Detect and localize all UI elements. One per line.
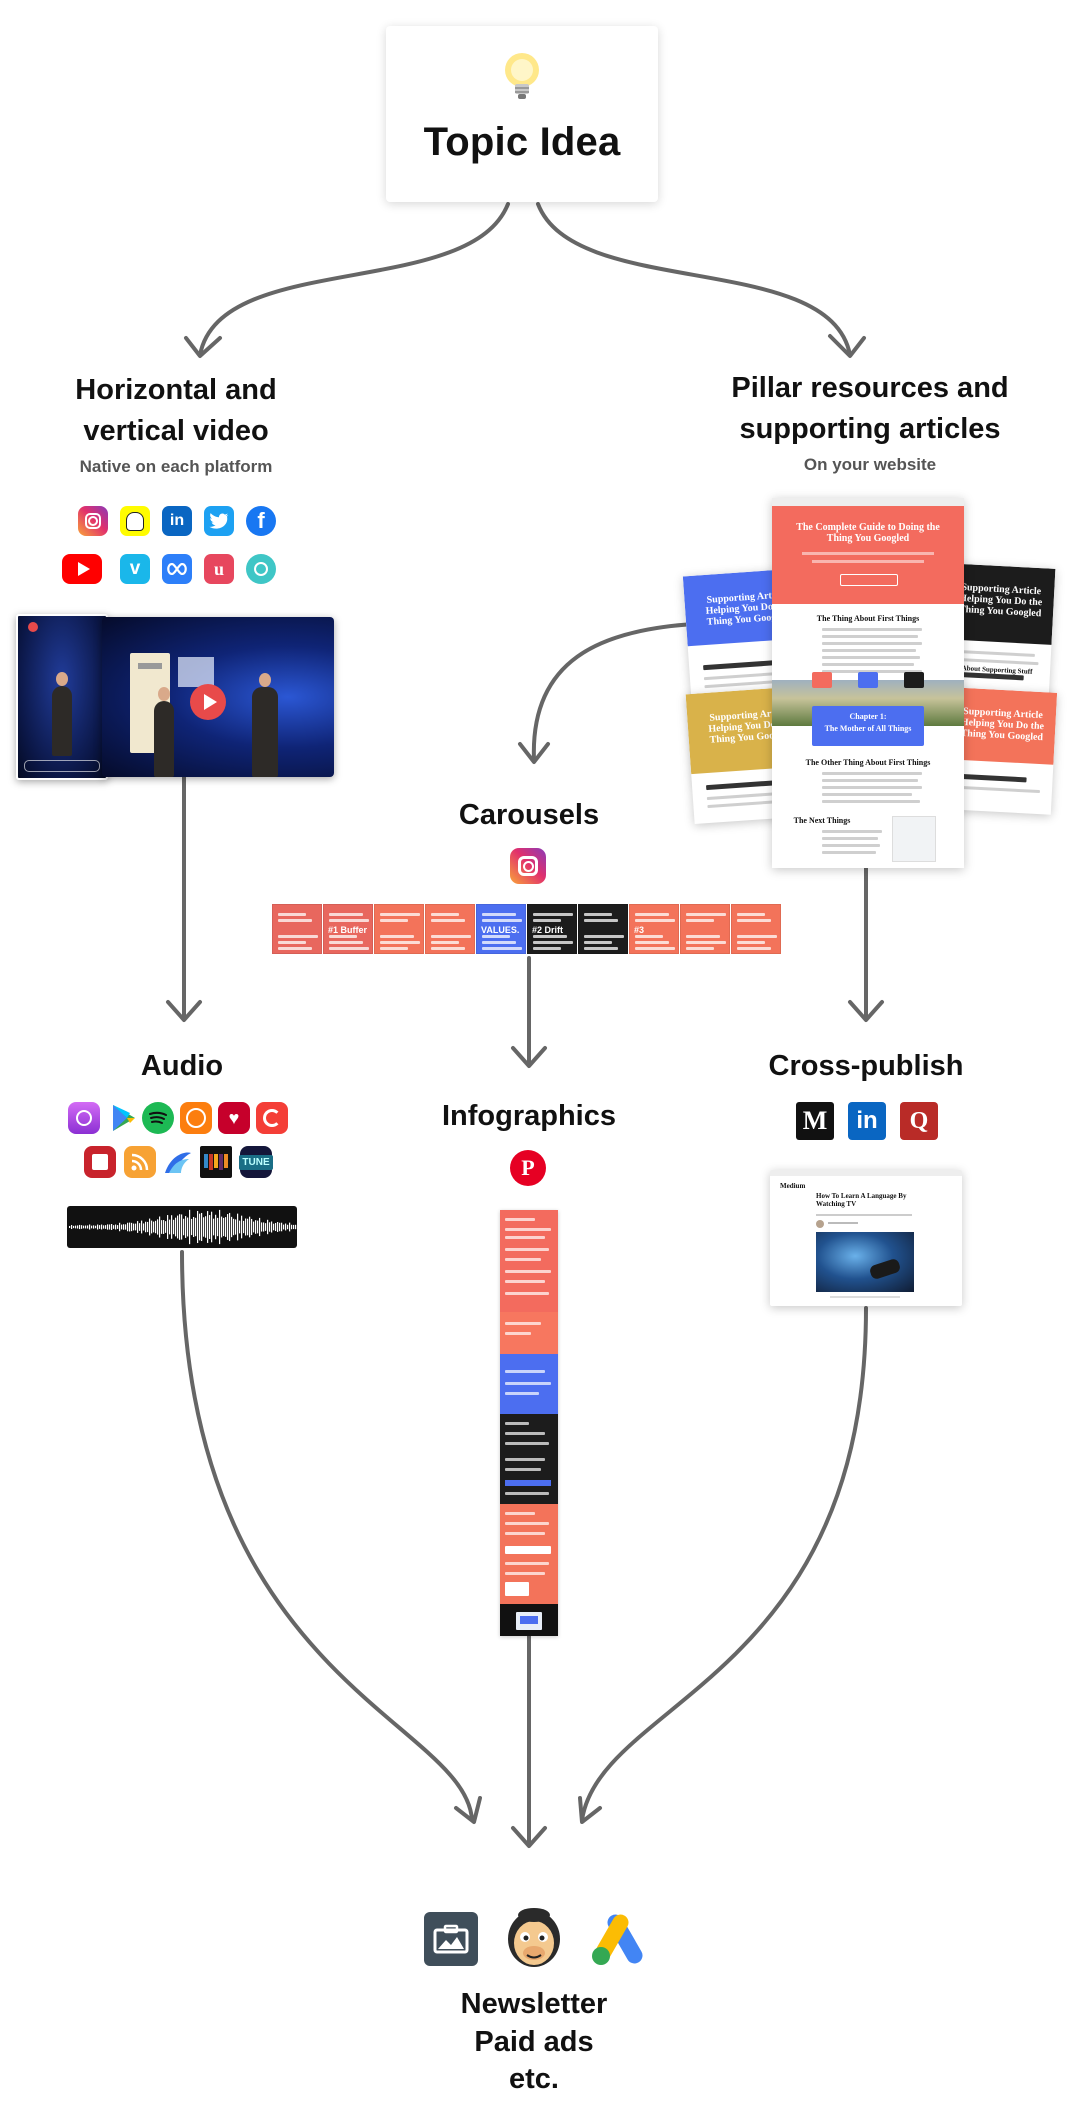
buffer-icon: [424, 1912, 478, 1966]
video-title-line2: vertical video: [83, 414, 269, 447]
igtv-icon: [162, 554, 192, 584]
pillar-subtitle: On your website: [803, 455, 937, 475]
pillar-title-line1: Pillar resources and: [731, 372, 1009, 404]
carousel-slide[interactable]: [578, 904, 628, 954]
carousel-slide-label: #1 Buffer: [328, 925, 368, 935]
carousels-title: Carousels: [458, 799, 600, 831]
audio-title: Audio: [140, 1050, 224, 1082]
arrow-audio-to-outputs: [180, 1250, 474, 1822]
carousel-slide-label: #3: [634, 925, 645, 935]
linkedin-icon: in: [162, 506, 192, 536]
mailchimp-icon: [502, 1902, 566, 1972]
video-title-line1: Horizontal and: [75, 374, 277, 406]
carousel-slide[interactable]: #1 Buffer: [323, 904, 373, 954]
play-button[interactable]: [190, 684, 226, 720]
google-ads-icon: [588, 1908, 652, 1968]
quora-icon: Q: [900, 1102, 938, 1140]
pillar-article[interactable]: The Complete Guide to Doing the Thing Yo…: [772, 498, 964, 868]
carousel-slide-label: #2 Drift: [532, 925, 564, 935]
output-etc: etc.: [509, 2063, 559, 2096]
iheartradio-icon: ♥: [218, 1102, 250, 1134]
pillar-section-1: The Thing About First Things: [816, 614, 920, 623]
arrow-topic-to-pillar: [536, 202, 852, 357]
rss-icon: [124, 1146, 156, 1178]
pillar-section-3: The Next Things: [793, 816, 851, 825]
arrow-topic-to-video: [198, 202, 510, 357]
lightbulb-icon: [505, 53, 539, 99]
facebook-icon: f: [246, 506, 276, 536]
output-newsletter: Newsletter: [460, 1988, 608, 2020]
castbox-icon: [162, 1146, 194, 1178]
pillar-article-headline: The Complete Guide to Doing the Thing Yo…: [796, 522, 940, 544]
player-fm-icon: [84, 1146, 116, 1178]
medium-article-card[interactable]: Medium How To Learn A Language By Watchi…: [770, 1170, 962, 1306]
carousel-slide[interactable]: VALUES.: [476, 904, 526, 954]
linkedin-icon: in: [848, 1102, 886, 1140]
vertical-video-thumbnail[interactable]: [16, 614, 108, 780]
spotify-icon: [142, 1102, 174, 1134]
pillar-chapter-label: Chapter 1:: [849, 712, 887, 721]
carousel-slide[interactable]: #2 Drift: [527, 904, 577, 954]
pillar-title-line2: supporting articles: [739, 412, 1001, 445]
instagram-icon: [510, 848, 546, 884]
medium-icon: M: [796, 1102, 834, 1140]
record-indicator-icon: [28, 622, 38, 632]
carousel-slide[interactable]: [731, 904, 781, 954]
youtube-icon: [62, 554, 102, 584]
pillar-section-heading: Pillar resources and supporting articles…: [700, 368, 1040, 475]
arrow-pillar-to-carousels: [531, 622, 696, 762]
topic-title: Topic Idea: [423, 120, 621, 164]
google-play-icon: [108, 1102, 140, 1134]
carousel-slide[interactable]: #3: [629, 904, 679, 954]
twitter-icon: [204, 506, 234, 536]
snapchat-icon: [120, 506, 150, 536]
pocket-casts-icon: [256, 1102, 288, 1134]
audio-waveform[interactable]: [67, 1206, 297, 1248]
infographic-long[interactable]: [500, 1210, 558, 1636]
output-paid-ads: Paid ads: [474, 2025, 594, 2058]
umbo-icon: u: [204, 554, 234, 584]
vimeo-icon: v: [120, 554, 150, 584]
topic-card: Topic Idea: [386, 26, 658, 202]
infographics-title: Infographics: [441, 1100, 616, 1132]
video-subtitle: Native on each platform: [79, 457, 273, 477]
carousel-slide[interactable]: [374, 904, 424, 954]
waveform-graphic: [69, 1209, 297, 1245]
video-section-heading: Horizontal and vertical video Native on …: [30, 370, 322, 477]
carousel-slide[interactable]: [680, 904, 730, 954]
pinterest-icon: P: [510, 1150, 546, 1186]
medium-article-title: How To Learn A Language By Watching TV: [816, 1192, 907, 1209]
crosspublish-title: Cross-publish: [768, 1050, 964, 1082]
carousel-slide[interactable]: [425, 904, 475, 954]
medium-brand: Medium: [780, 1182, 806, 1190]
stitcher-icon: [200, 1146, 232, 1178]
play-icon: [203, 694, 217, 710]
instagram-icon: [78, 506, 108, 536]
pillar-chapter-title: The Mother of All Things: [824, 724, 912, 733]
tunein-icon: TUNE: [239, 1146, 273, 1178]
periscope-icon: [246, 554, 276, 584]
carousel-slide[interactable]: [272, 904, 322, 954]
arrow-crosspublish-to-outputs: [580, 1306, 868, 1822]
apple-podcasts-icon: [68, 1102, 100, 1134]
carousel-slide-label: VALUES.: [481, 925, 520, 935]
pillar-section-2: The Other Thing About First Things: [805, 758, 931, 767]
overcast-icon: [180, 1102, 212, 1134]
outputs-labels: Newsletter Paid ads etc.: [400, 1986, 668, 2099]
